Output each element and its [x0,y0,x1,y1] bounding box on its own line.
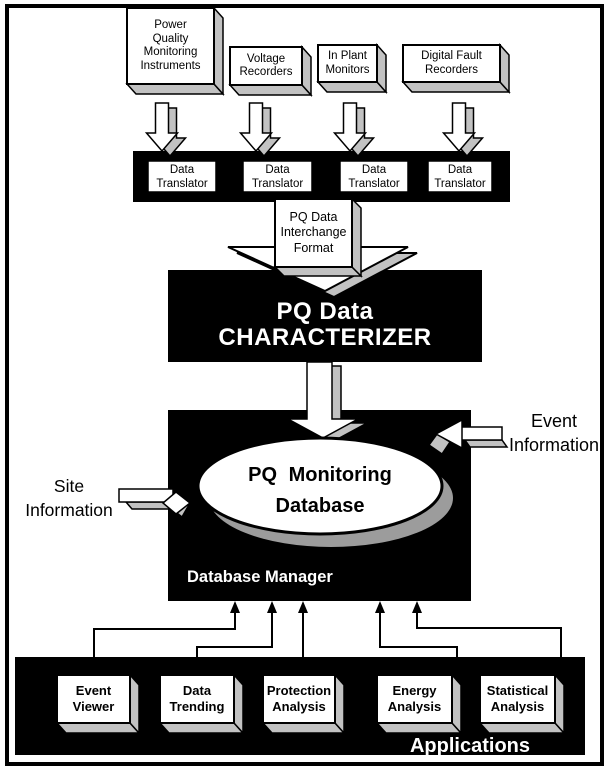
applications-label: Applications [409,734,530,757]
translator-box-label: Data Translator [156,163,208,190]
interchange-format-box [273,197,363,278]
translator-box-label: Data Translator [434,163,486,190]
source-box-label-in-plant-monitors: In Plant Monitors [325,50,370,76]
event-information-label: Event Information [508,411,600,455]
translator-box [147,160,493,193]
source-box-label-pq-instruments: Power Quality Monitoring Instruments [140,19,201,72]
database-ellipse [196,436,444,536]
database-ellipse-label: PQ Monitoring Database [248,464,392,517]
app-box-label-protection-analysis: Protection Analysis [266,683,332,714]
app-box-label-event-viewer: Event Viewer [72,683,115,714]
page-border [5,4,604,766]
source-box [125,6,511,97]
down-arrow-icon [144,102,485,158]
app-box-label-statistical-analysis: Statistical Analysis [486,683,549,714]
source-box-label-voltage-recorders: Voltage Recorders [239,52,293,79]
database-manager-label: Database Manager [187,567,333,586]
connector-lines [93,604,562,657]
translator-box-label: Data Translator [251,163,304,190]
event-information-arrow-icon [427,418,509,456]
application-box [55,673,566,735]
characterizer-label: PQ Data CHARACTERIZER [218,298,432,351]
app-box-label-energy-analysis: Energy Analysis [387,683,442,714]
site-information-label: Site Information [25,476,113,520]
connector-arrowheads [230,601,422,613]
source-box-label-digital-fault-recorders: Digital Fault Recorders [421,50,482,76]
interchange-format-label: PQ Data Interchange Format [280,209,347,255]
app-box-label-data-trending: Data Trending [169,683,225,714]
translator-box-label: Data Translator [348,163,400,190]
characterizer-to-db-arrow-icon [287,361,368,443]
site-information-arrow-icon [118,488,192,519]
